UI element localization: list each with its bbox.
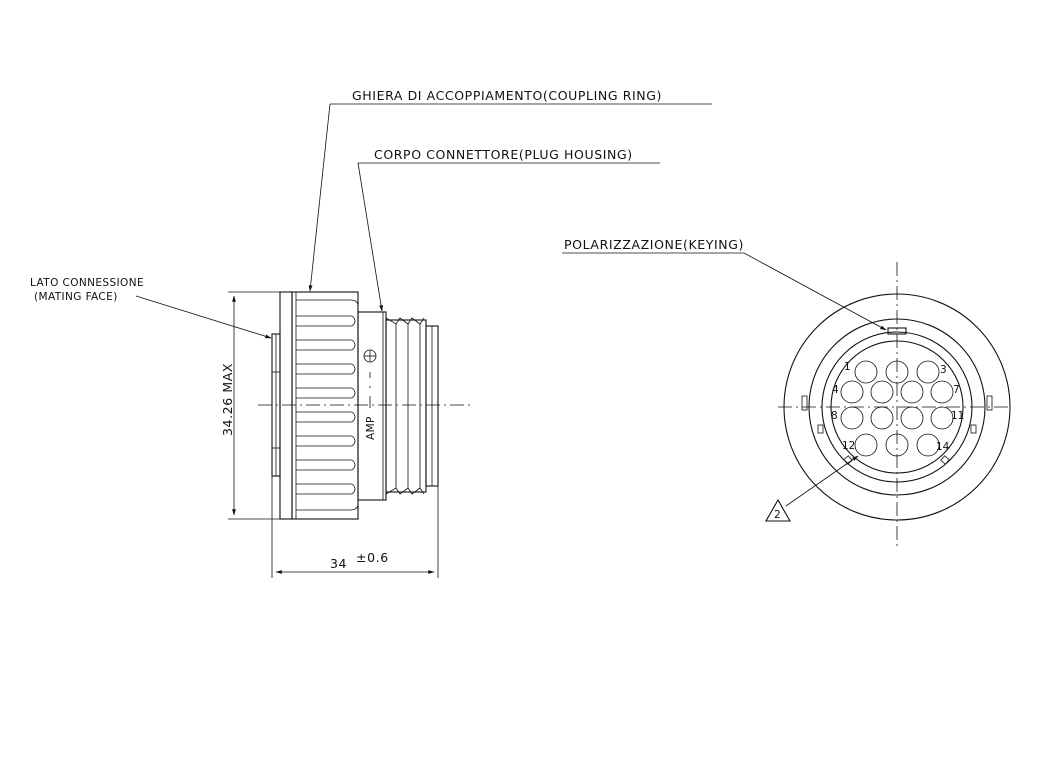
contact-4 xyxy=(840,380,864,404)
plug-housing-label: CORPO CONNETTORE(PLUG HOUSING) xyxy=(374,147,633,162)
contact-10 xyxy=(900,406,924,430)
mating-face-label-line1: LATO CONNESSIONE xyxy=(30,277,144,289)
contact-8 xyxy=(840,406,864,430)
pin-label-11: 11 xyxy=(951,410,964,422)
pin-label-4: 4 xyxy=(832,384,839,396)
plug-housing: AMP xyxy=(357,311,387,501)
pin-label-14: 14 xyxy=(936,441,950,453)
callout-plug-housing: CORPO CONNETTORE(PLUG HOUSING) xyxy=(357,147,660,312)
height-dimension: 34.26 MAX xyxy=(220,291,280,520)
contact-12 xyxy=(854,433,878,457)
callout-mating-face: LATO CONNESSIONE (MATING FACE) xyxy=(30,277,272,339)
contact-3 xyxy=(916,360,940,384)
contact-14 xyxy=(916,433,940,457)
pin-label-1: 1 xyxy=(844,361,851,373)
callout-coupling-ring: GHIERA DI ACCOPPIAMENTO(COUPLING RING) xyxy=(308,88,712,292)
contact-6 xyxy=(900,380,924,404)
pin-label-3: 3 xyxy=(940,364,947,376)
pin-label-12: 12 xyxy=(842,440,855,452)
length-tolerance-text: ±0.6 xyxy=(356,550,389,565)
contact-array xyxy=(840,360,954,457)
keying-label: POLARIZZAZIONE(KEYING) xyxy=(564,237,744,252)
front-view: 1 3 4 7 8 11 12 14 POLARIZZAZIONE(KEYING… xyxy=(562,237,1012,548)
note-number: 2 xyxy=(774,509,781,521)
length-dimension-text: 34 xyxy=(330,556,347,571)
height-dimension-text: 34.26 MAX xyxy=(220,363,235,436)
housing-face xyxy=(821,331,973,483)
length-dimension: 34 ±0.6 xyxy=(271,476,439,578)
keying-slot xyxy=(887,327,907,335)
pin-label-8: 8 xyxy=(831,410,838,422)
contact-2 xyxy=(885,360,909,384)
contact-5 xyxy=(870,380,894,404)
note-marker: 2 xyxy=(765,455,859,522)
insert-face xyxy=(830,340,964,474)
contact-1 xyxy=(854,360,878,384)
note-triangle-icon xyxy=(765,498,791,522)
callout-keying: POLARIZZAZIONE(KEYING) xyxy=(562,237,887,331)
side-view: AMP 34.26 MAX 34 ±0.6 xyxy=(30,88,712,578)
pin-label-7: 7 xyxy=(953,384,960,396)
outer-ring xyxy=(783,293,1011,521)
coupling-ring xyxy=(291,291,359,520)
coupling-ring-label: GHIERA DI ACCOPPIAMENTO(COUPLING RING) xyxy=(352,88,662,103)
contact-9 xyxy=(870,406,894,430)
brand-marking: AMP xyxy=(365,416,377,440)
threaded-end xyxy=(385,317,439,495)
mating-face-label-line2: (MATING FACE) xyxy=(34,291,118,303)
coupling-ring-face xyxy=(808,318,986,496)
contact-7 xyxy=(930,380,954,404)
contact-13 xyxy=(885,433,909,457)
contact-11 xyxy=(930,406,954,430)
flange xyxy=(279,291,293,520)
